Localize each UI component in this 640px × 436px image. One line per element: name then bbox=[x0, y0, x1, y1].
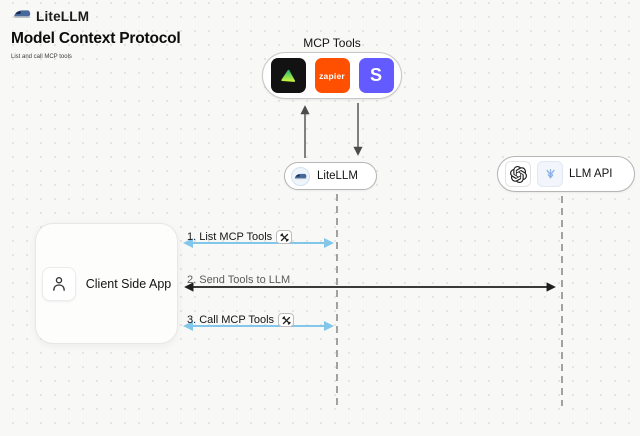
message-2-text: 2. Send Tools to LLM bbox=[187, 274, 291, 286]
green-triangle-tool-icon bbox=[270, 58, 306, 93]
message-3-text: 3. Call MCP Tools bbox=[187, 314, 275, 326]
openai-icon bbox=[505, 161, 531, 187]
llm-api-node: LLM API bbox=[497, 156, 635, 192]
page-title: Model Context Protocol bbox=[11, 30, 181, 47]
llm-api-node-label: LLM API bbox=[569, 168, 613, 180]
person-icon bbox=[41, 266, 76, 301]
llm-provider-icon bbox=[537, 161, 563, 187]
page-subtitle: List and call MCP tools bbox=[11, 54, 72, 60]
zapier-icon: zapier bbox=[314, 58, 350, 93]
litellm-node: LiteLLM bbox=[284, 162, 377, 190]
mcp-tools-box: zapier S bbox=[262, 52, 402, 99]
litellm-logo-icon bbox=[291, 166, 310, 186]
stripe-letter: S bbox=[369, 65, 382, 85]
message-label-list-mcp-tools: 1. List MCP Tools bbox=[187, 230, 293, 244]
client-side-app-node: Client Side App bbox=[35, 223, 178, 344]
message-1-text: 1. List MCP Tools bbox=[187, 231, 273, 243]
mcp-tools-label: MCP Tools bbox=[303, 36, 361, 50]
litellm-node-label: LiteLLM bbox=[317, 170, 358, 182]
litellm-train-icon bbox=[13, 7, 31, 25]
client-side-app-label: Client Side App bbox=[85, 276, 172, 291]
brand: LiteLLM bbox=[13, 7, 89, 25]
tools-icon bbox=[278, 313, 295, 327]
brand-name: LiteLLM bbox=[36, 8, 90, 24]
message-label-call-mcp-tools: 3. Call MCP Tools bbox=[187, 313, 295, 327]
message-label-send-tools-to-llm: 2. Send Tools to LLM bbox=[187, 274, 290, 286]
zapier-wordmark: zapier bbox=[319, 70, 345, 81]
stripe-icon: S bbox=[358, 58, 394, 93]
tools-icon bbox=[276, 230, 293, 244]
